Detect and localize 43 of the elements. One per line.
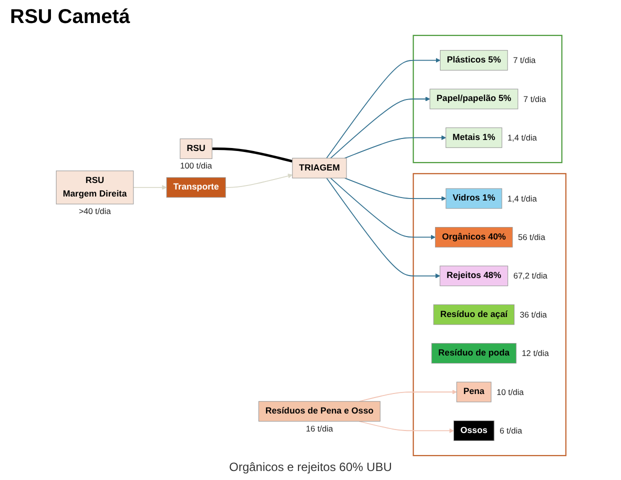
quantity-label: 7 t/dia [513,55,536,66]
arrow [344,135,446,159]
quantity-label: 36 t/dia [520,309,547,320]
arrow [330,178,436,240]
quantity-label: 100 t/dia [180,160,212,171]
quantity-label: >40 t/dia [78,206,111,216]
quantity-label: 67,2 t/dia [513,270,548,281]
arrow [344,178,446,201]
connector [212,148,293,163]
arrow [326,58,440,159]
node-box: Papel/papelão 5% [430,88,518,110]
node-box: RSU [180,138,212,159]
arrow [358,420,454,434]
node-box: Metais 1% [446,127,502,148]
node-box: Plásticos 5% [440,50,508,71]
node-box: Ossos [453,420,494,441]
node-box: Resíduos de Pena e Osso [258,401,380,422]
quantity-label: 7 t/dia [523,94,546,104]
node-box: Transporte [166,177,226,198]
cluster [412,34,562,164]
node-box: Resíduo de poda [431,343,516,364]
arrow [326,178,440,278]
node-box: TRIAGEM [292,158,347,178]
quantity-label: 1,4 t/dia [507,193,537,204]
node-box: Vidros 1% [446,188,502,209]
arrow [358,390,457,402]
node-box: Resíduo de açaí [433,304,514,325]
note-text: Orgânicos e rejeitos 60% UBU [228,460,393,474]
quantity-label: 16 t/dia [306,423,334,434]
quantity-label: 1,4 t/dia [507,132,537,142]
arrow [330,96,430,159]
node-box: Pena [456,382,492,402]
quantity-label: 12 t/dia [522,348,549,358]
arrow [132,185,167,190]
quantity-label: 56 t/dia [518,232,546,242]
node-box: Rejeitos 48% [440,266,508,286]
arrow [225,174,293,188]
node-box: Orgânicos 40% [435,226,513,248]
node-box: RSU Margem Direita [56,170,134,204]
quantity-label: 6 t/dia [500,425,522,436]
diagram-title: RSU Cametá [10,6,132,29]
quantity-label: 10 t/dia [496,386,524,397]
cluster [412,173,566,456]
